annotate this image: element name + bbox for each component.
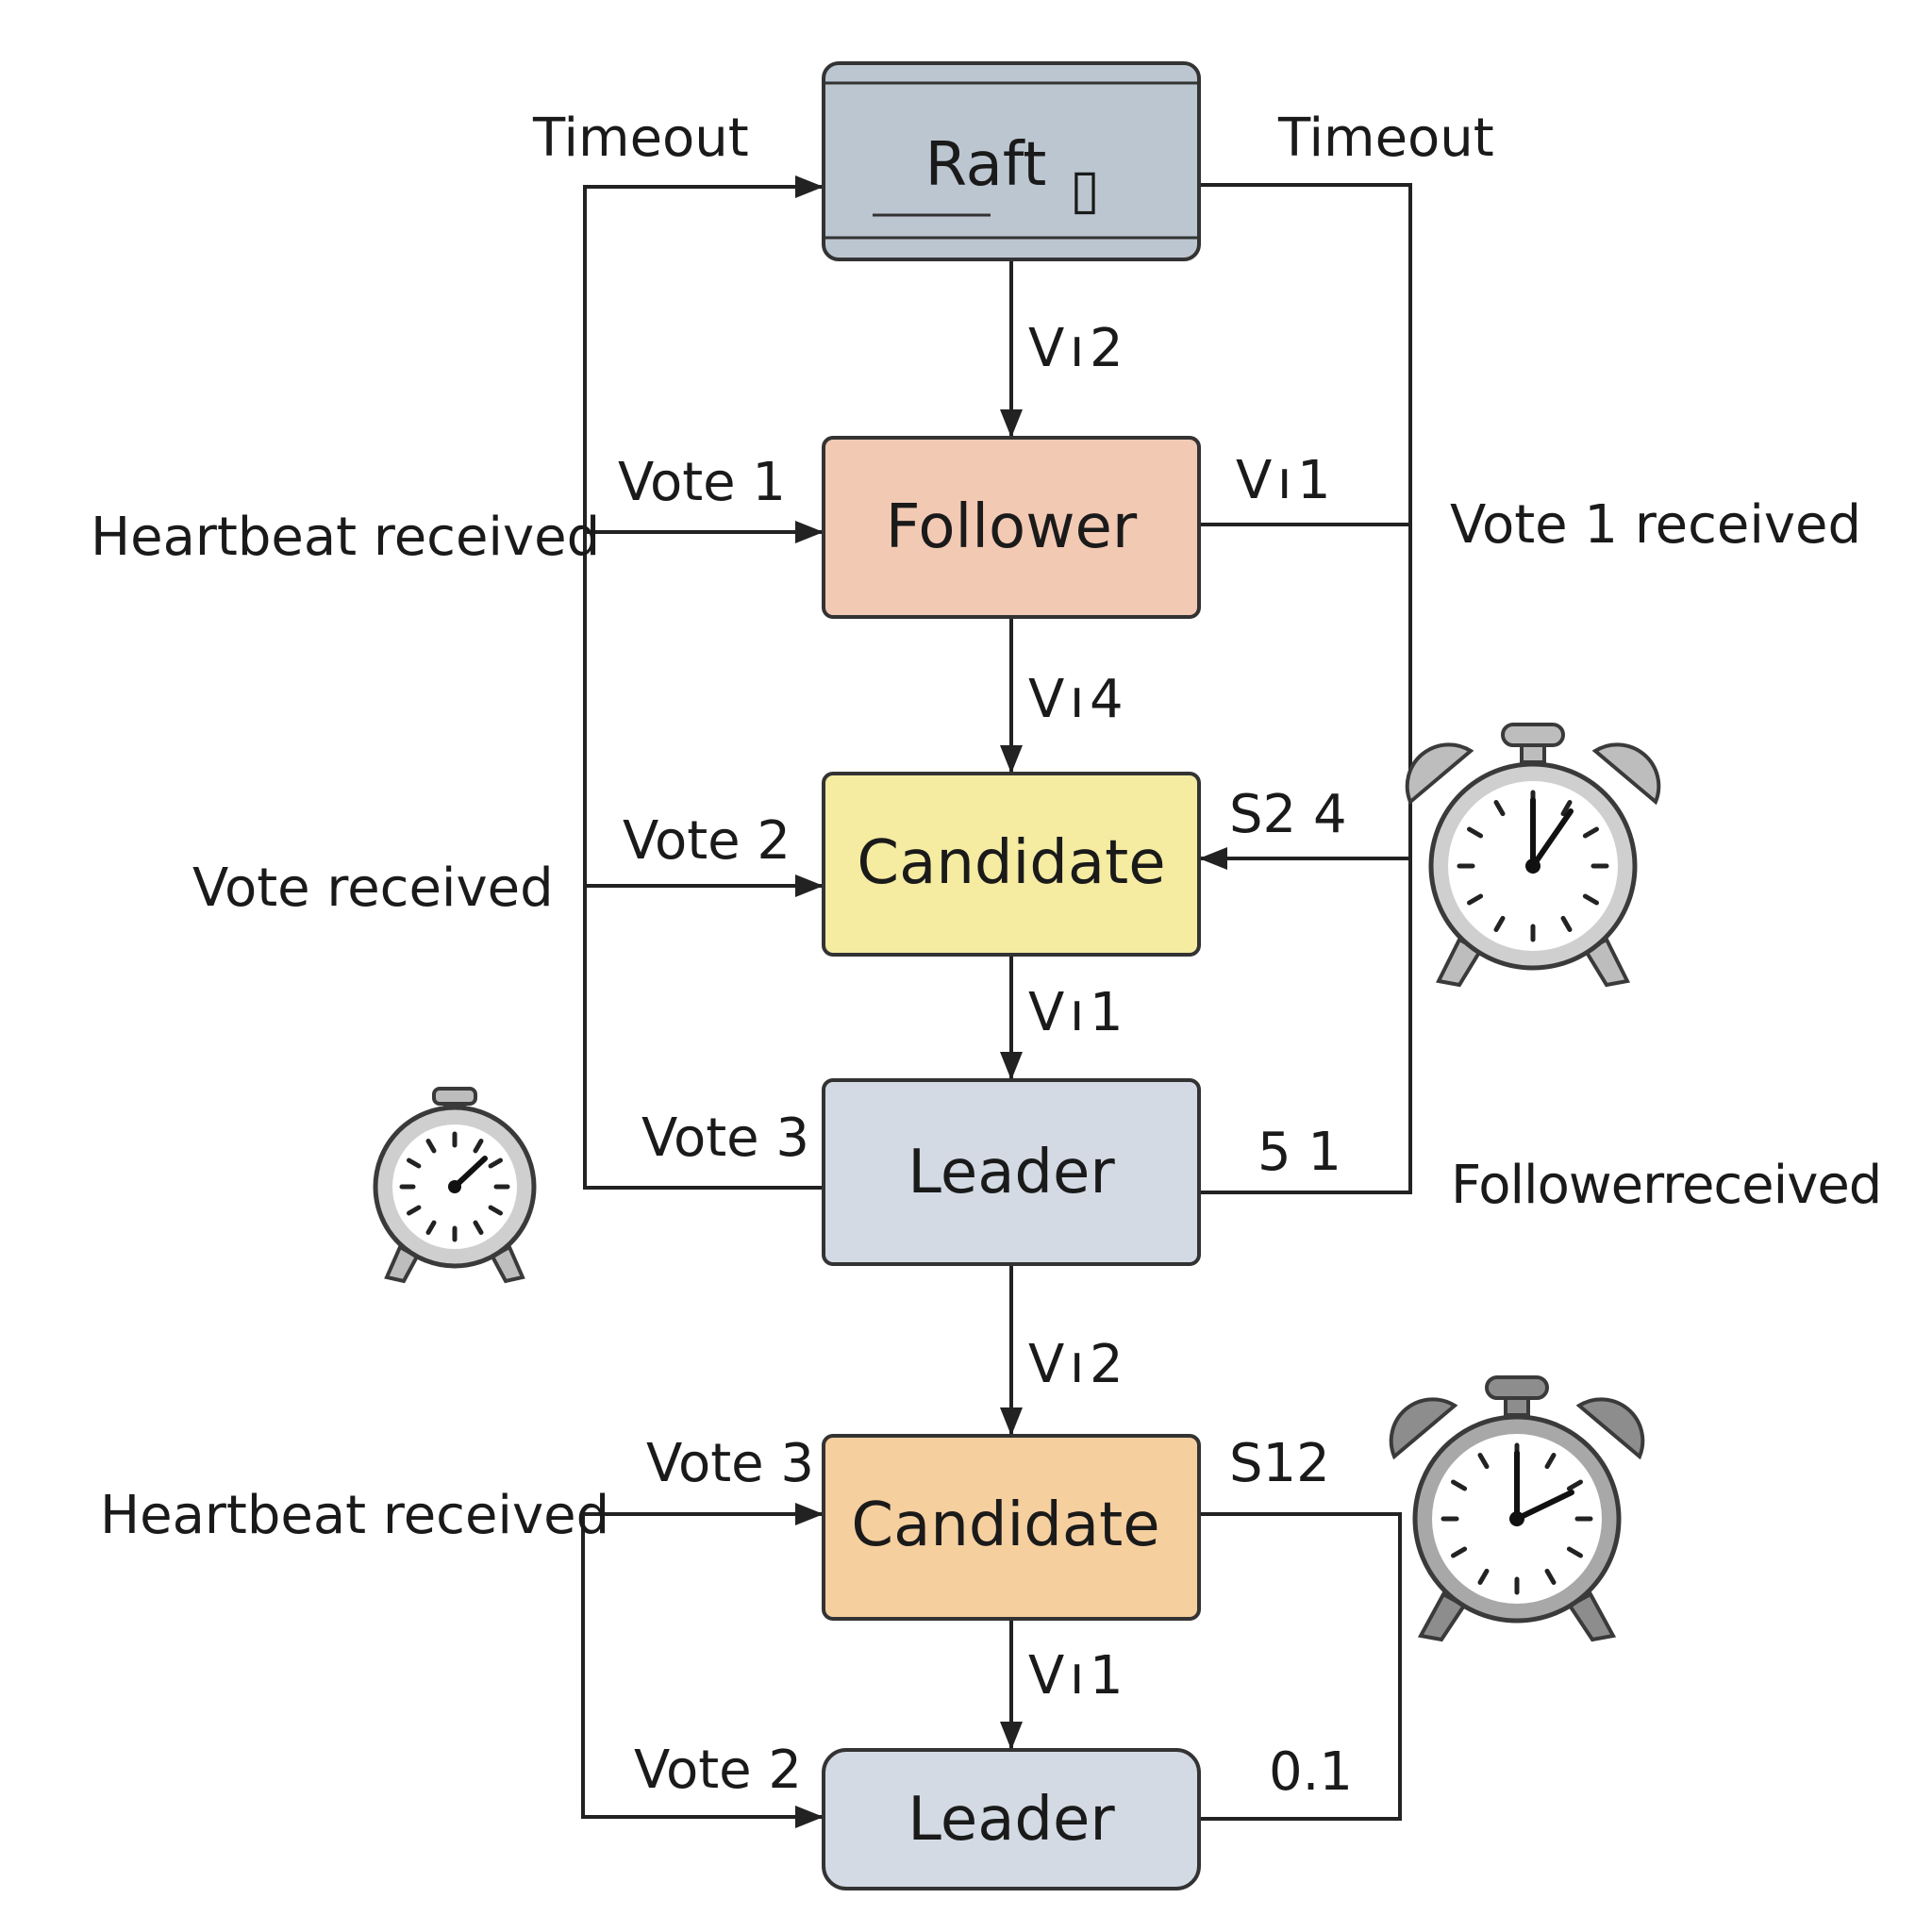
label-raft-to-follower: V ı 2 (1028, 318, 1124, 379)
clock-tick (1582, 893, 1599, 906)
label-heartbeat-received-2: Heartbeat received (100, 1485, 609, 1546)
label-s12: S12 (1229, 1433, 1330, 1494)
clock-tick (1544, 1568, 1557, 1585)
state-follower[interactable]: Follower (822, 436, 1201, 619)
label-candidate-to-leader-2: V ı 1 (1028, 1645, 1124, 1707)
leader-2-label: Leader (908, 1785, 1115, 1855)
candidate-1-label: Candidate (857, 828, 1165, 898)
stopwatch-icon (373, 1087, 537, 1284)
clock-tick (1477, 1453, 1490, 1470)
label-vote-1: Vote 1 (618, 452, 786, 513)
label-zero-one: 0.1 (1269, 1741, 1353, 1803)
edge-bottom-left-vertical (581, 1514, 824, 1828)
clock-tick (1451, 1479, 1468, 1491)
clock-tick (1467, 826, 1484, 839)
clock-tick (407, 1158, 422, 1169)
label-leader-to-candidate: V ı 2 (1028, 1334, 1124, 1395)
label-candidate-to-leader: V ı 1 (1028, 982, 1124, 1043)
label-timeout-right: Timeout (1277, 108, 1494, 169)
clock-tick (1582, 826, 1599, 839)
label-vote-received: Vote received (192, 858, 554, 919)
label-five-one: 5 1 (1257, 1122, 1341, 1183)
leader-1-label: Leader (908, 1138, 1115, 1208)
label-vote-1-received: Vote 1 received (1450, 494, 1861, 556)
label-vote-2-b: Vote 2 (634, 1740, 802, 1801)
clock-tick (1477, 1568, 1490, 1585)
clock-tick (1560, 915, 1573, 932)
clock-tick (425, 1139, 437, 1154)
clock-tick (407, 1205, 422, 1216)
clock-tick (473, 1220, 484, 1235)
clock-tick (1493, 915, 1506, 932)
raft-box (822, 61, 1201, 261)
follower-box (822, 436, 1201, 619)
raft-label: Raft (925, 130, 1047, 200)
clock-tick (425, 1220, 437, 1235)
leader-2-box (822, 1748, 1201, 1890)
clock-tick (1566, 1479, 1583, 1491)
edge-bottom-right-loop (1199, 1512, 1402, 1821)
state-candidate-2[interactable]: Candidate (822, 1434, 1201, 1621)
clock-tick (1560, 800, 1573, 817)
label-timeout-left: Timeout (532, 108, 749, 169)
clock-tick (473, 1139, 484, 1154)
label-vote-3-a: Vote 3 (641, 1108, 809, 1169)
state-leader-2[interactable]: Leader (822, 1748, 1201, 1890)
clock-tick (1493, 800, 1506, 817)
clock-tick (1566, 1546, 1583, 1558)
label-s24: S2 4 (1229, 784, 1347, 845)
candidate-2-label: Candidate (851, 1491, 1159, 1560)
state-candidate-1[interactable]: Candidate (822, 772, 1201, 957)
edge-right-loop (1199, 183, 1412, 1194)
raft-glyph: ▯ (1070, 157, 1100, 221)
edge-left-loop (583, 175, 824, 1190)
label-vote-2-a: Vote 2 (623, 810, 791, 872)
leader-1-box (822, 1078, 1201, 1266)
clock-tick (488, 1205, 503, 1216)
state-leader-1[interactable]: Leader (822, 1078, 1201, 1266)
follower-label: Follower (886, 492, 1138, 562)
label-vote-3-b: Vote 3 (646, 1433, 814, 1494)
state-raft[interactable]: Raft ▯ (822, 61, 1201, 261)
alarm-clock-icon (1405, 723, 1661, 988)
clock-tick (488, 1158, 503, 1169)
candidate-2-box (822, 1434, 1201, 1621)
label-heartbeat-received-1: Heartbeat received (91, 507, 600, 568)
label-follower-received: Followerreceived (1451, 1155, 1881, 1216)
clock-tick (1467, 893, 1484, 906)
candidate-1-box (822, 772, 1201, 957)
label-follower-to-candidate: V ı 4 (1028, 669, 1124, 730)
label-follower-right: V ı 1 (1236, 450, 1331, 511)
alarm-clock-icon (1389, 1375, 1645, 1642)
clock-tick (1451, 1546, 1468, 1558)
clock-tick (1544, 1453, 1557, 1470)
